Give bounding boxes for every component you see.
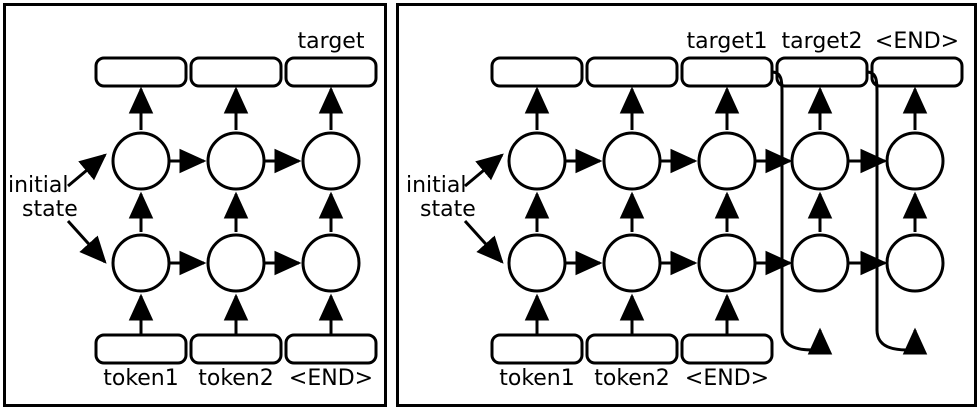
left-output-label-3: target bbox=[297, 29, 365, 54]
left-initial-state-line2: state bbox=[22, 196, 78, 222]
right-output-label-4: target2 bbox=[781, 29, 863, 54]
left-input-label-2: token2 bbox=[198, 366, 274, 391]
left-initial-state-label: initial state bbox=[8, 174, 78, 222]
right-initial-state-label: initial state bbox=[406, 174, 476, 222]
panel-encoder-decoder bbox=[396, 3, 977, 407]
right-output-label-5: <END> bbox=[874, 29, 960, 54]
left-initial-state-line1: initial bbox=[8, 173, 69, 198]
right-input-label-3: <END> bbox=[684, 366, 770, 391]
right-output-label-3: target1 bbox=[686, 29, 768, 54]
left-input-label-3: <END> bbox=[288, 366, 374, 391]
right-initial-state-line1: initial bbox=[406, 173, 467, 198]
right-initial-state-line2: state bbox=[420, 196, 476, 222]
right-input-label-1: token1 bbox=[499, 366, 575, 391]
right-input-label-2: token2 bbox=[594, 366, 670, 391]
left-input-label-1: token1 bbox=[103, 366, 179, 391]
